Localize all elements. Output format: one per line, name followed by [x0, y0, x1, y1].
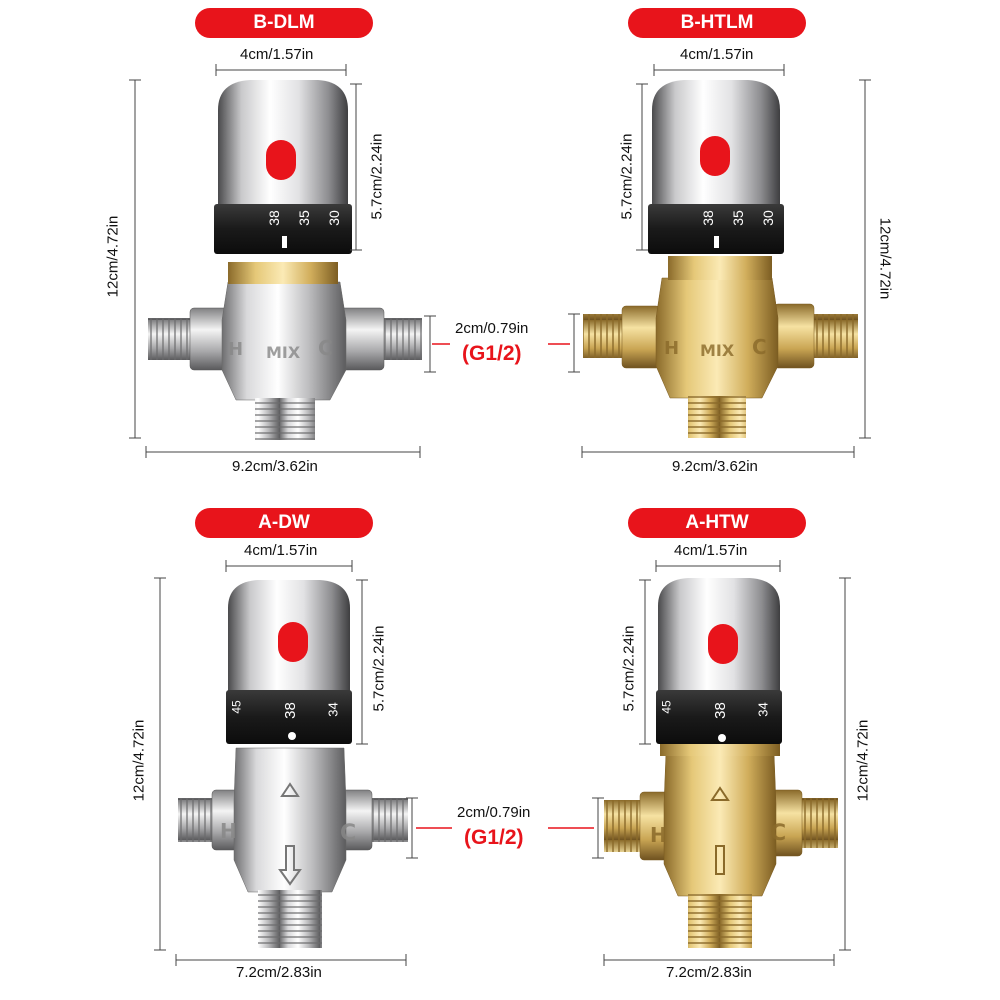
cap-height-label: 5.7cm/2.24in	[620, 625, 638, 712]
svg-text:MIX: MIX	[700, 341, 735, 360]
base-width-label: 7.2cm/2.83in	[666, 964, 752, 981]
dial-number: 38	[281, 702, 299, 719]
svg-text:H: H	[220, 819, 237, 843]
dial-number: 38	[699, 210, 716, 226]
dial-number: 45	[659, 700, 674, 714]
thread-spec-label: (G1/2)	[462, 342, 522, 365]
svg-text:MIX: MIX	[266, 343, 301, 362]
dial-number: 34	[755, 702, 771, 717]
svg-text:H: H	[228, 339, 243, 360]
svg-text:C: C	[340, 821, 356, 846]
model-badge-a-htw: A-HTW	[628, 508, 806, 538]
valve-b-dlm: MIX H C	[148, 80, 422, 440]
total-height-label: 12cm/4.72in	[130, 719, 148, 802]
base-width-label: 9.2cm/3.62in	[232, 458, 318, 475]
dial-ring	[214, 204, 352, 254]
dimension-lines	[129, 64, 871, 966]
dial-number: 38	[265, 210, 282, 226]
thread-size-label: 2cm/0.79in	[457, 804, 531, 821]
width-label: 4cm/1.57in	[244, 542, 318, 559]
valve-b-htlm: MIX H C	[583, 80, 858, 438]
svg-text:C: C	[752, 335, 767, 359]
model-badge-a-dw: A-DW	[195, 508, 373, 538]
width-label: 4cm/1.57in	[674, 542, 748, 559]
dial-number: 38	[711, 702, 729, 719]
left-thread	[148, 318, 198, 360]
cap-height-label: 5.7cm/2.24in	[368, 133, 386, 220]
valve-a-htw: H C	[604, 578, 838, 948]
right-thread	[382, 318, 422, 360]
width-label: 4cm/1.57in	[240, 46, 314, 63]
dial-number: 35	[729, 210, 746, 226]
base-width-label: 9.2cm/3.62in	[672, 458, 758, 475]
svg-text:C: C	[318, 336, 333, 360]
base-width-label: 7.2cm/2.83in	[236, 964, 322, 981]
dial-number: 34	[325, 702, 341, 717]
cap-height-label: 5.7cm/2.24in	[618, 133, 636, 220]
dial-number: 35	[295, 210, 312, 226]
total-height-label: 12cm/4.72in	[104, 215, 122, 298]
thread-callout-lines	[416, 343, 594, 829]
dial-number: 30	[325, 210, 342, 226]
thread-size-label: 2cm/0.79in	[455, 320, 529, 337]
model-badge-b-htlm: B-HTLM	[628, 8, 806, 38]
svg-text:H: H	[650, 823, 667, 847]
svg-text:H: H	[664, 338, 679, 359]
red-indicator	[266, 140, 296, 180]
thread-spec-label: (G1/2)	[464, 826, 524, 849]
dial-number: 30	[759, 210, 776, 226]
dial-number: 45	[229, 700, 244, 714]
svg-text:C: C	[770, 821, 786, 846]
total-height-label: 12cm/4.72in	[876, 217, 894, 300]
total-height-label: 12cm/4.72in	[854, 719, 872, 802]
model-badge-b-dlm: B-DLM	[195, 8, 373, 38]
width-label: 4cm/1.57in	[680, 46, 754, 63]
cap-height-label: 5.7cm/2.24in	[370, 625, 388, 712]
valve-a-dw: H C	[178, 580, 408, 948]
